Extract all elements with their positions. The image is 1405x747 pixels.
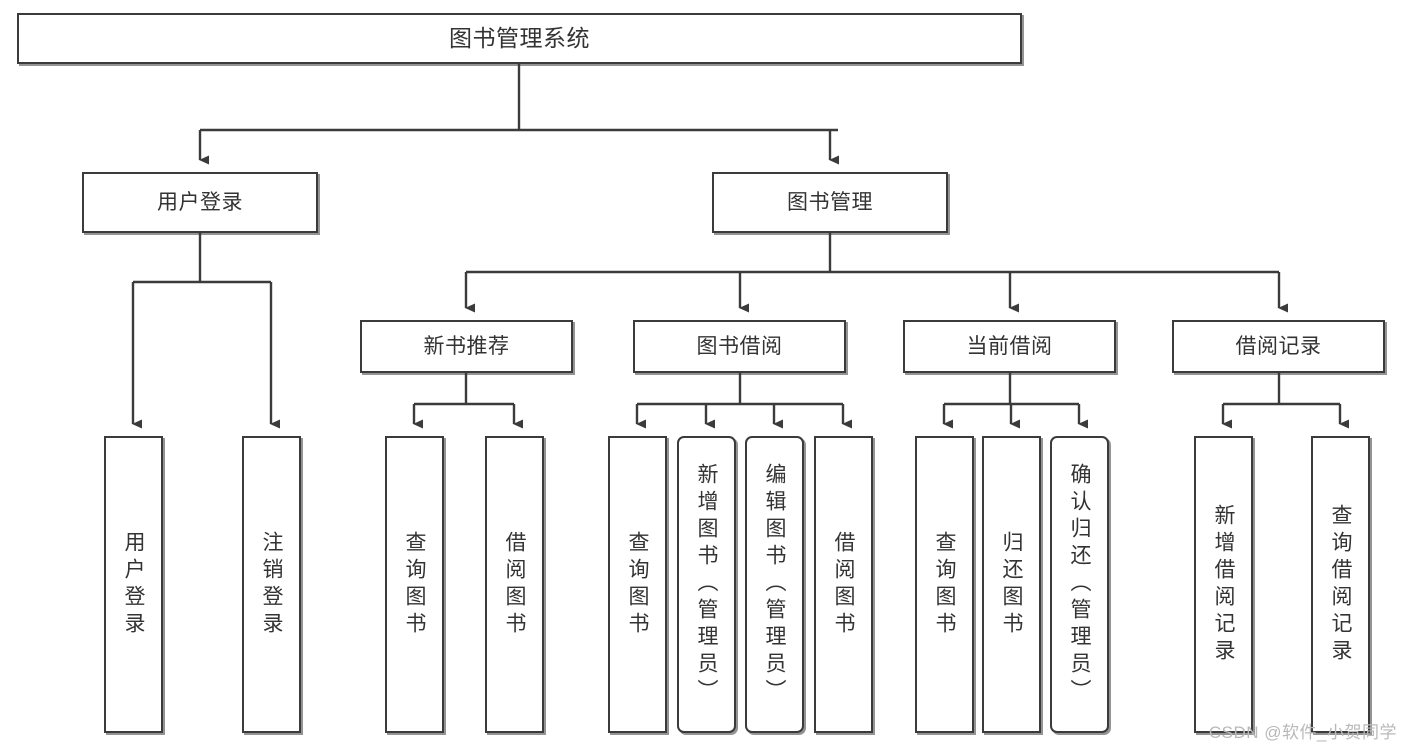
node-label: 新书推荐 <box>423 334 510 358</box>
node-label: 图书借阅 <box>696 334 783 358</box>
leaf-add-book-admin[interactable]: 新增图书（管理员） <box>677 436 736 733</box>
node-new-book-recommend[interactable]: 新书推荐 <box>360 320 573 373</box>
node-label: 新增图书（管理员） <box>695 463 718 706</box>
node-label: 查询图书 <box>933 530 956 639</box>
csdn-watermark: CSDN @软件_小贺同学 <box>1208 723 1397 742</box>
leaf-query-borrow-record[interactable]: 查询借阅记录 <box>1311 436 1370 733</box>
leaf-return-book[interactable]: 归还图书 <box>982 436 1041 733</box>
node-book-borrow[interactable]: 图书借阅 <box>633 320 846 373</box>
node-label: 归还图书 <box>1000 530 1023 639</box>
node-label: 当前借阅 <box>966 334 1053 358</box>
node-label: 新增借阅记录 <box>1212 503 1235 666</box>
node-label: 借阅图书 <box>503 530 526 639</box>
node-label: 确认归还（管理员） <box>1068 463 1091 706</box>
node-label: 用户登录 <box>157 190 243 214</box>
node-label: 编辑图书（管理员） <box>763 463 786 706</box>
leaf-borrow-book-new[interactable]: 借阅图书 <box>485 436 544 733</box>
node-current-borrow[interactable]: 当前借阅 <box>903 320 1116 373</box>
leaf-logout[interactable]: 注销登录 <box>242 436 301 733</box>
node-label: 图书管理 <box>787 190 873 214</box>
leaf-query-book-new[interactable]: 查询图书 <box>385 436 444 733</box>
node-label: 查询借阅记录 <box>1329 503 1352 666</box>
leaf-confirm-return-admin[interactable]: 确认归还（管理员） <box>1050 436 1109 733</box>
node-label: 图书管理系统 <box>449 24 590 51</box>
node-book-management[interactable]: 图书管理 <box>712 172 948 233</box>
node-label: 借阅记录 <box>1235 334 1322 358</box>
leaf-borrow-book[interactable]: 借阅图书 <box>814 436 873 733</box>
node-user-login[interactable]: 用户登录 <box>82 172 318 233</box>
node-label: 查询图书 <box>626 530 649 639</box>
node-label: 借阅图书 <box>832 530 855 639</box>
node-borrow-record[interactable]: 借阅记录 <box>1172 320 1385 373</box>
leaf-edit-book-admin[interactable]: 编辑图书（管理员） <box>745 436 804 733</box>
leaf-add-borrow-record[interactable]: 新增借阅记录 <box>1194 436 1253 733</box>
node-label: 查询图书 <box>403 530 426 639</box>
node-label: 用户登录 <box>122 530 145 639</box>
leaf-query-book-current[interactable]: 查询图书 <box>915 436 974 733</box>
node-root[interactable]: 图书管理系统 <box>17 13 1022 64</box>
leaf-query-book-borrow[interactable]: 查询图书 <box>608 436 667 733</box>
node-label: 注销登录 <box>260 530 283 639</box>
leaf-user-login[interactable]: 用户登录 <box>104 436 163 733</box>
